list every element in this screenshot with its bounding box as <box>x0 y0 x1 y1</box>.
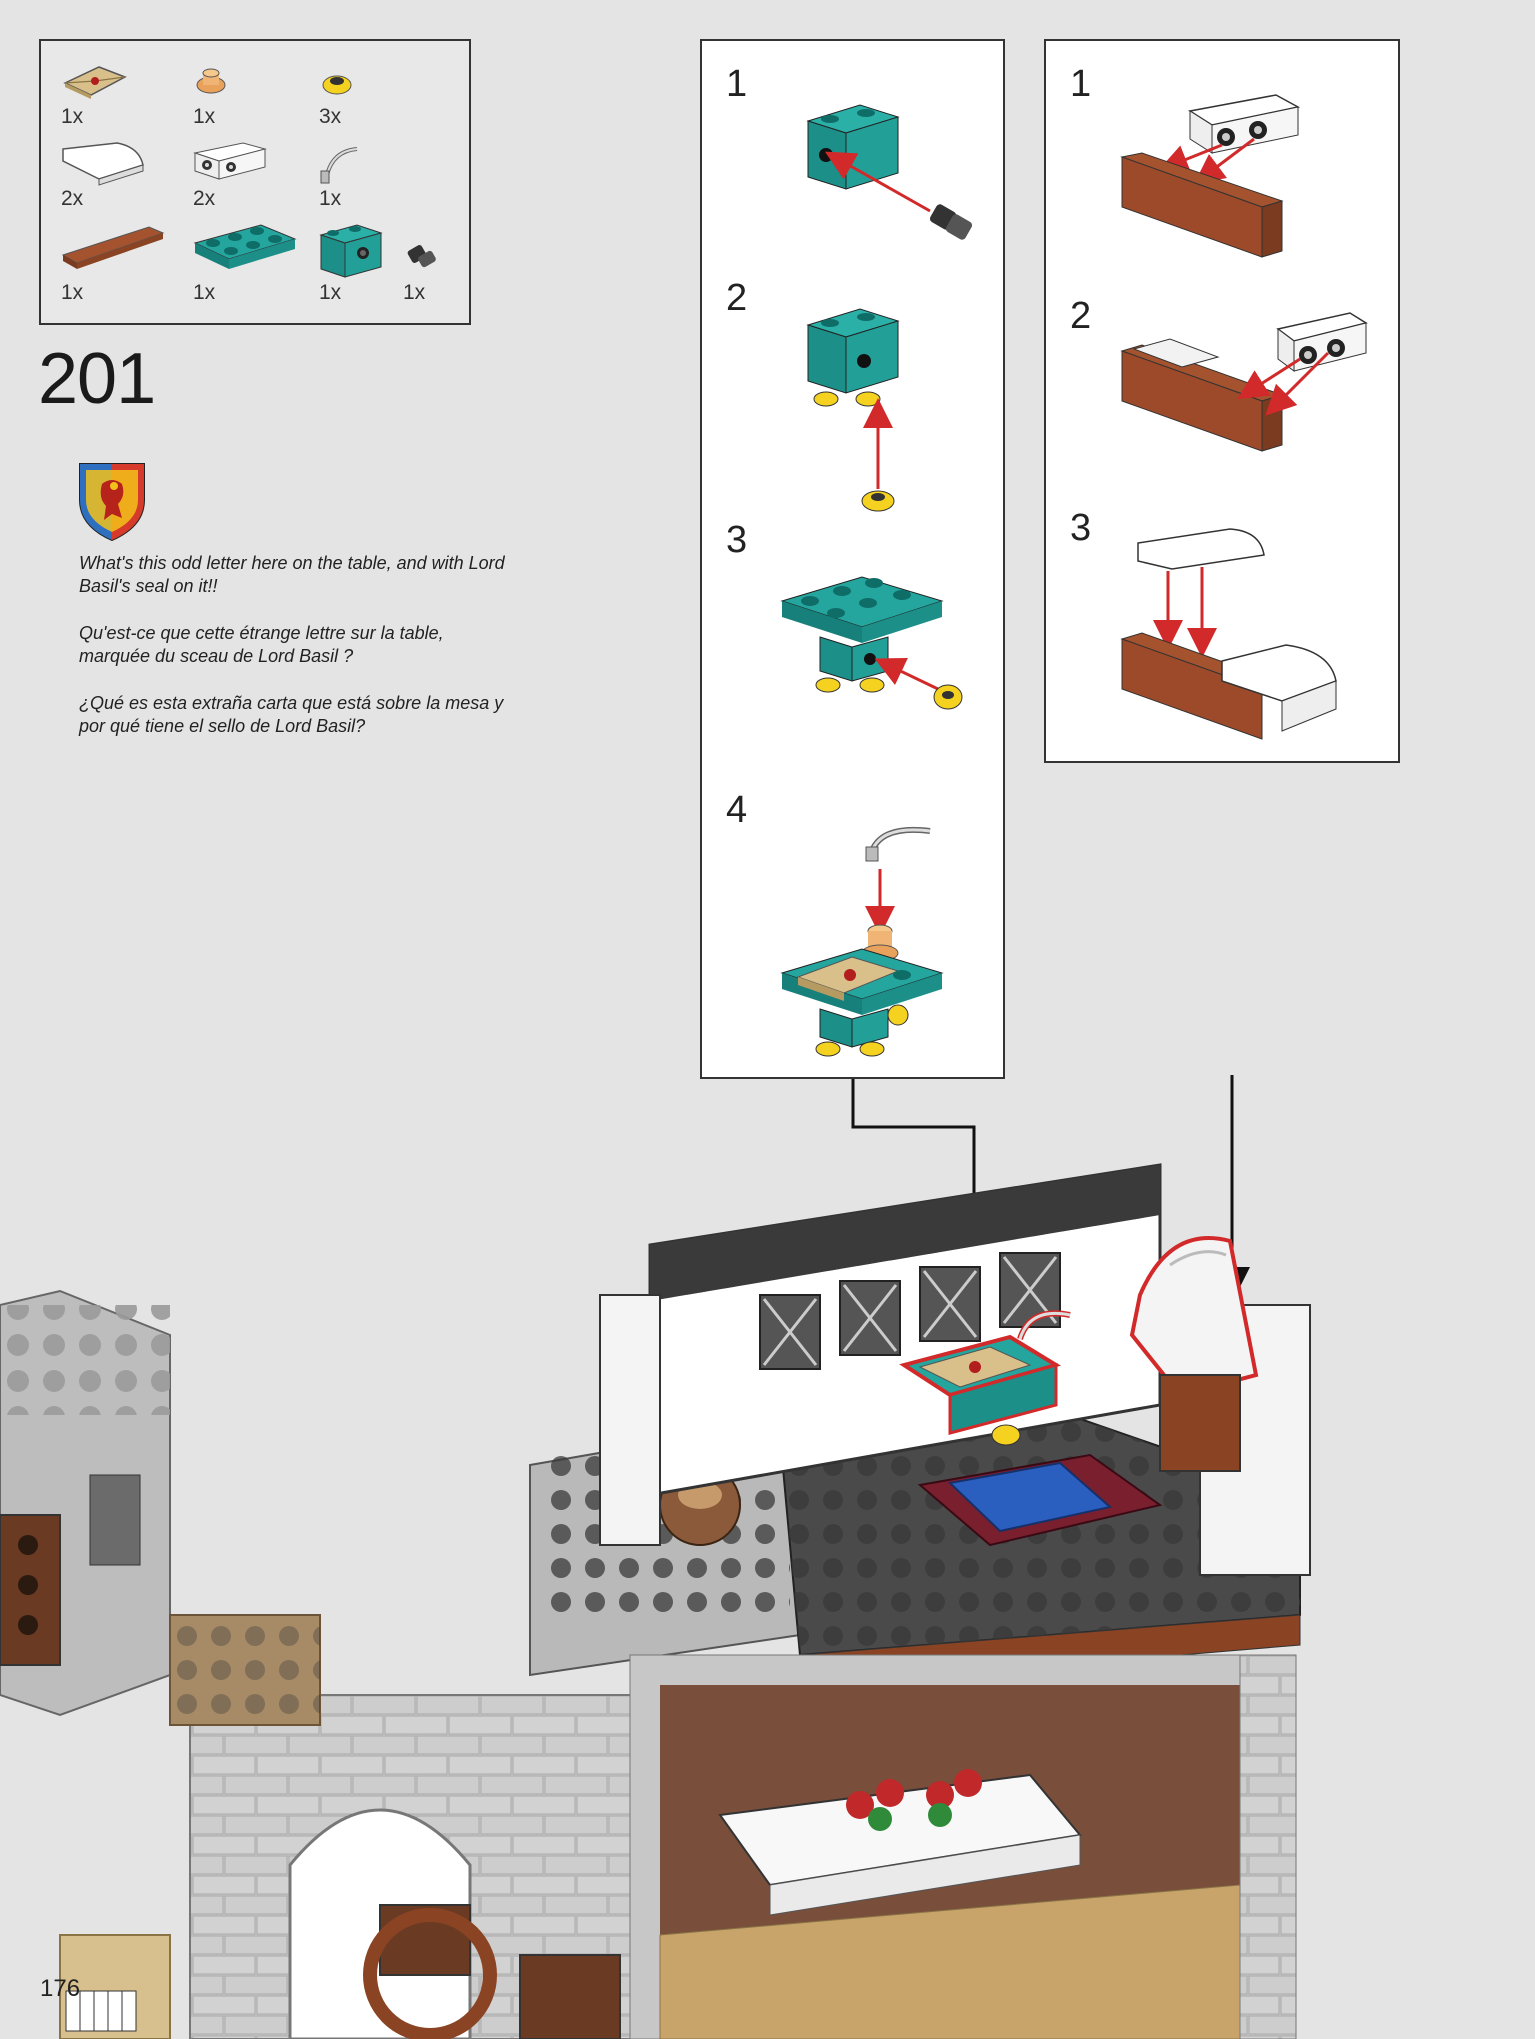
bracket-plate-white-icon <box>193 142 267 180</box>
part-qty: 1x <box>193 105 216 128</box>
plate-teal-icon <box>193 224 297 269</box>
crest-shield-icon <box>79 463 145 542</box>
sub-assembly-panel-b: 1 2 3 <box>1044 39 1400 763</box>
feather-quill-icon <box>320 147 358 184</box>
panel-a-illustration <box>780 104 973 1057</box>
tile-brown-icon <box>61 226 165 269</box>
substep-number: 2 <box>1070 295 1092 337</box>
part-qty: 2x <box>193 187 216 210</box>
substep-number: 4 <box>726 789 748 831</box>
part-qty: 1x <box>403 281 426 304</box>
step-number: 201 <box>38 339 156 419</box>
text-french: Qu'est-ce que cette étrange lettre sur l… <box>79 623 444 666</box>
substep-number: 3 <box>1070 507 1092 549</box>
part-qty: 1x <box>193 281 216 304</box>
sub-assembly-panel-a: 1 2 3 4 <box>700 39 1005 1079</box>
part-qty: 1x <box>319 187 342 210</box>
panel-b-illustration <box>1120 94 1368 740</box>
text-spanish: ¿Qué es esta extraña carta que está sobr… <box>79 693 504 736</box>
part-qty: 1x <box>61 281 84 304</box>
substep-number: 1 <box>1070 63 1092 105</box>
part-qty: 3x <box>319 105 342 128</box>
round-plate-tan-icon <box>196 68 226 94</box>
technic-brick-teal-icon <box>319 224 383 278</box>
part-qty: 1x <box>319 281 342 304</box>
envelope-tile-icon <box>63 66 127 99</box>
page-number: 176 <box>40 1975 81 2002</box>
parts-list: 1x 1x 3x 2x 2x 1x 1x <box>39 39 471 325</box>
round-plate-yellow-icon <box>322 75 352 95</box>
text-english: What's this odd letter here on the table… <box>79 553 505 596</box>
substep-number: 3 <box>726 519 748 561</box>
main-model-illustration <box>0 1075 1311 2039</box>
substep-number: 1 <box>726 63 748 105</box>
technic-pin-black-icon <box>407 245 436 268</box>
curved-slope-white-icon <box>62 142 144 186</box>
substep-number: 2 <box>726 277 748 319</box>
part-qty: 2x <box>61 187 84 210</box>
part-qty: 1x <box>61 105 84 128</box>
